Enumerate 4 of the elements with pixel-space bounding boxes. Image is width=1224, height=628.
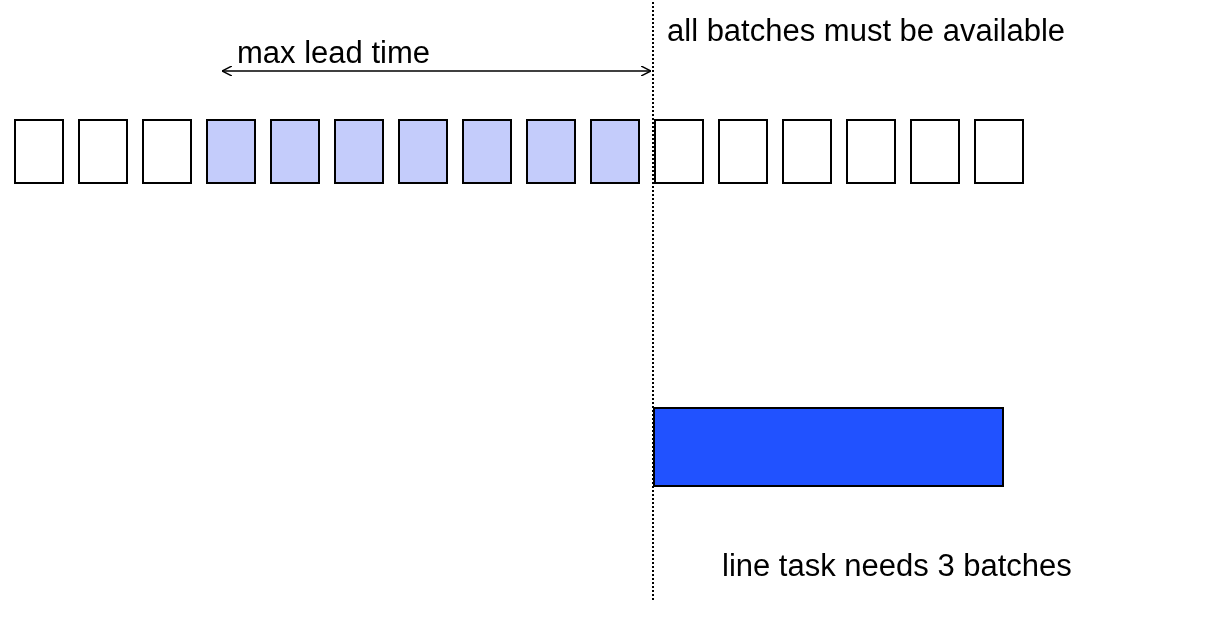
- task-bar: [653, 407, 1004, 487]
- task-label: line task needs 3 batches: [722, 550, 1072, 581]
- annotation-text: all batches must be available: [667, 15, 1066, 46]
- dimension-label: max lead time: [237, 37, 430, 68]
